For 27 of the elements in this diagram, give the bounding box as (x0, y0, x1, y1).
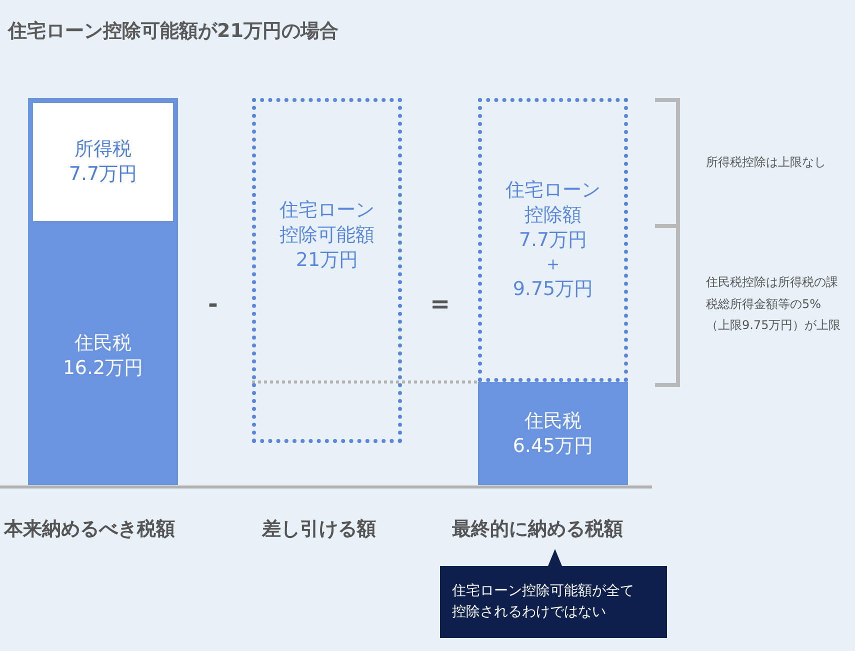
equals-sign: = (430, 290, 450, 318)
axis-label: 最終的に納める税額 (452, 517, 623, 542)
node-value: 21万円 (296, 248, 358, 273)
axis-label: 本来納めるべき税額 (4, 517, 175, 542)
node-value: 16.2万円 (62, 356, 144, 380)
minus-sign: - (208, 290, 218, 318)
node-label: 住民税 (74, 330, 132, 356)
node-value: 9.75万円 (512, 277, 594, 302)
node-label: 所得税 (74, 137, 132, 162)
note-text: 所得税控除は上限なし (706, 154, 826, 171)
dashed-guide-line (252, 380, 478, 384)
axis-label: 差し引ける額 (262, 517, 376, 542)
node-value: 7.7万円 (518, 228, 588, 252)
note-text: 住民税控除は所得税の課税総所得金額等の5%（上限9.75万円）が上限 (706, 274, 841, 334)
node-label: 住宅ローン控除可能額 (280, 198, 374, 248)
title: 住宅ローン控除可能額が21万円の場合 (8, 19, 338, 44)
node-label: 住宅ローン控除額 (506, 178, 600, 228)
callout-box (440, 566, 667, 638)
node-label: 住民税 (524, 408, 582, 434)
tax-bar (28, 226, 178, 485)
deduction-box (252, 98, 402, 443)
node-value: 6.45万円 (512, 434, 594, 458)
tax-bar (478, 382, 628, 485)
node-value: ＋ (544, 252, 562, 278)
node-label: 住宅ローン控除可能額が全て控除されるわけではない (452, 582, 635, 622)
tax-box (28, 98, 178, 226)
node-value: 7.7万円 (68, 162, 138, 187)
